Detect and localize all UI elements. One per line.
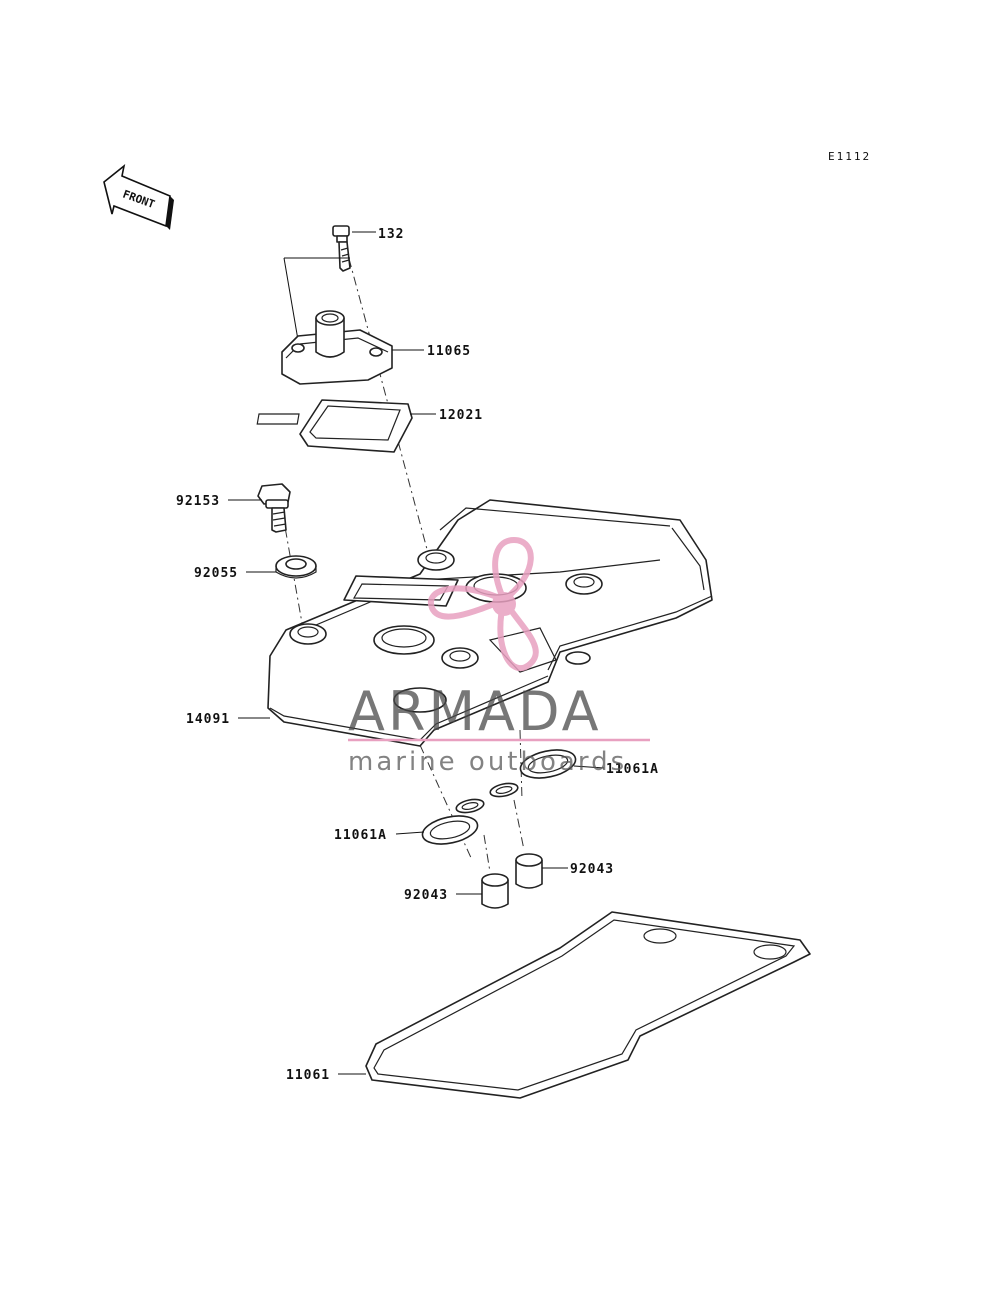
watermark: ARMADA marine outboards bbox=[348, 536, 650, 777]
propeller-logo-icon bbox=[427, 536, 539, 672]
leader-lines bbox=[228, 231, 605, 1075]
part-92043-dowel-right bbox=[515, 853, 543, 889]
part-11065-cover bbox=[281, 257, 393, 385]
label-92043-left: 92043 bbox=[404, 888, 448, 903]
diagram-code: E1112 bbox=[828, 150, 871, 163]
watermark-brand: ARMADA bbox=[348, 680, 602, 743]
front-arrow-icon: FRONT bbox=[103, 164, 174, 230]
label-11061A-right: 11061A bbox=[606, 762, 659, 777]
label-132: 132 bbox=[378, 227, 404, 242]
label-11061: 11061 bbox=[286, 1068, 330, 1083]
part-92153-bolt bbox=[257, 483, 291, 533]
label-92153: 92153 bbox=[176, 494, 220, 509]
watermark-tagline: marine outboards bbox=[348, 747, 627, 777]
label-11065: 11065 bbox=[427, 344, 471, 359]
label-92043-right: 92043 bbox=[570, 862, 614, 877]
part-11061A-seal-left bbox=[421, 798, 485, 845]
part-132-bolt bbox=[332, 225, 351, 272]
label-14091: 14091 bbox=[186, 712, 230, 727]
part-92055-grommet bbox=[275, 555, 317, 579]
label-11061A-left: 11061A bbox=[334, 828, 387, 843]
part-11061A-seal-right bbox=[489, 749, 577, 798]
label-92055: 92055 bbox=[194, 566, 238, 581]
part-12021-plate bbox=[256, 399, 413, 453]
label-12021: 12021 bbox=[439, 408, 483, 423]
part-11061-gasket bbox=[365, 911, 811, 1099]
part-92043-dowel-left bbox=[481, 873, 509, 909]
